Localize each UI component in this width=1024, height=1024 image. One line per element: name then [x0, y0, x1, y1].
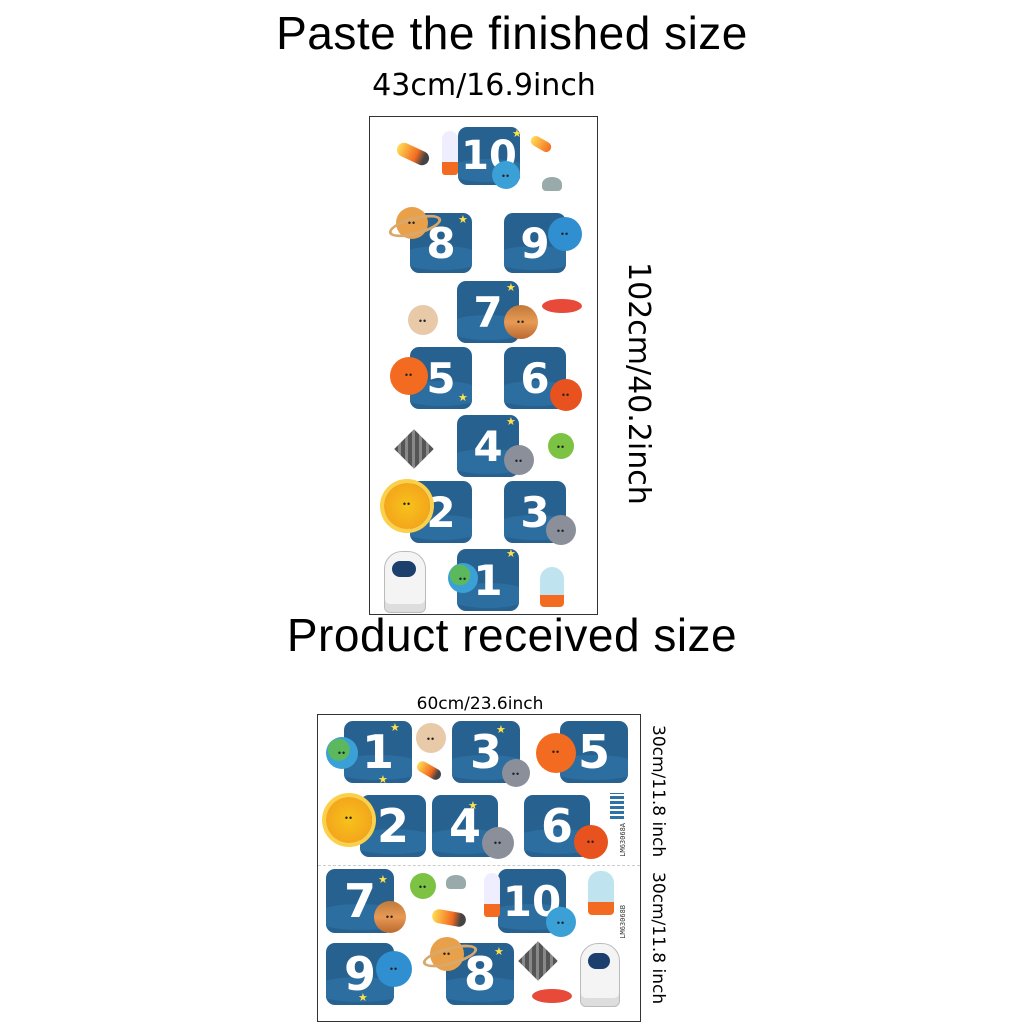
jupiter-icon	[504, 305, 538, 339]
owl-planet-icon	[408, 305, 438, 335]
owl-planet-icon	[416, 723, 446, 753]
jupiter-icon	[374, 901, 406, 933]
hopscotch-tile: 2	[360, 795, 426, 857]
satellite-icon	[518, 941, 558, 981]
gray-planet-icon	[482, 827, 514, 859]
received-width-label: 60cm/23.6inch	[416, 694, 544, 714]
hopscotch-tile: 1	[344, 721, 412, 783]
rocket-icon	[442, 131, 458, 175]
comet-icon	[431, 908, 467, 928]
hopscotch-tile: 1	[457, 549, 519, 611]
astronaut-visor-icon	[588, 953, 610, 969]
star-icon: ★	[512, 128, 522, 140]
sun-icon	[326, 797, 372, 843]
finished-height-label: 102cm/40.2inch	[621, 262, 656, 505]
comet-icon	[414, 759, 444, 782]
satellite-dish-icon	[542, 177, 562, 191]
satellite-dish-icon	[446, 875, 466, 889]
star-icon: ★	[378, 774, 388, 786]
gray-planet-icon	[504, 445, 534, 475]
red-planet-icon	[550, 379, 582, 411]
blue-planet-icon	[546, 907, 576, 937]
blue-planet-icon	[492, 161, 520, 189]
star-icon: ★	[506, 548, 516, 560]
star-icon: ★	[494, 946, 504, 958]
star-icon: ★	[468, 800, 478, 812]
alien-icon	[410, 873, 436, 899]
ufo-icon	[542, 299, 582, 313]
received-sticker-sheet: 1 3 5 2 4 6 7 10 9 8 LM63068A LM63068B ★…	[317, 714, 641, 1022]
neptune-icon	[548, 217, 582, 251]
hopscotch-tile: 9	[504, 213, 566, 273]
red-planet-icon	[574, 825, 608, 859]
saturn-icon	[430, 937, 464, 971]
hopscotch-tile: 8	[410, 213, 472, 273]
star-icon: ★	[506, 282, 516, 294]
earth-icon	[326, 737, 358, 769]
star-icon: ★	[496, 724, 506, 736]
orange-planet-icon	[536, 733, 576, 773]
star-icon: ★	[358, 992, 368, 1004]
sheet-code-a: LM63068A	[619, 823, 627, 857]
moon-icon	[546, 515, 576, 545]
spaceship-icon	[588, 871, 614, 915]
star-icon: ★	[378, 874, 388, 886]
star-icon: ★	[390, 722, 400, 734]
sun-icon	[384, 483, 430, 529]
received-height-label-b: 30cm/11.8 inch	[648, 872, 668, 1005]
star-icon: ★	[458, 214, 468, 226]
orange-planet-icon	[390, 357, 428, 395]
finished-width-label: 43cm/16.9inch	[372, 68, 596, 103]
comet-icon	[528, 134, 554, 154]
finished-hopscotch-board: 10 8 9 7 5 6 4 2 3 1 ★ ★ ★ ★ ★ ★	[369, 116, 598, 615]
hopscotch-tile: 5	[560, 721, 628, 783]
sheet-divider	[318, 865, 640, 866]
star-icon: ★	[458, 392, 468, 404]
neptune-icon	[376, 951, 412, 987]
alien-icon	[548, 433, 574, 459]
sheet-barcode-icon	[610, 793, 624, 819]
sheet-code-b: LM63068B	[619, 905, 627, 939]
spaceship-icon	[540, 567, 564, 607]
moon-icon	[502, 759, 530, 787]
satellite-icon	[394, 429, 434, 469]
ufo-icon	[532, 989, 572, 1003]
rocket-icon	[484, 873, 500, 917]
earth-icon	[448, 563, 478, 593]
star-icon: ★	[506, 416, 516, 428]
hopscotch-tile: 3	[504, 481, 566, 543]
finished-size-title: Paste the finished size	[276, 7, 748, 59]
comet-icon	[394, 140, 432, 168]
saturn-icon	[396, 207, 428, 239]
received-height-label-a: 30cm/11.8 inch	[648, 725, 668, 858]
received-size-title: Product received size	[286, 609, 738, 661]
astronaut-visor-icon	[392, 561, 416, 577]
